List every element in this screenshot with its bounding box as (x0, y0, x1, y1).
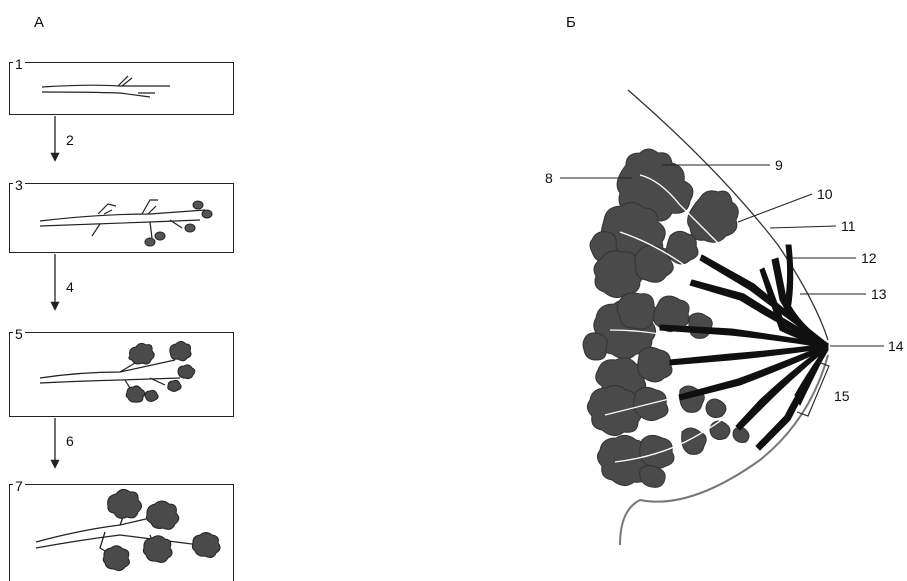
callout-13: 13 (871, 287, 887, 301)
callout-10: 10 (817, 187, 833, 201)
leader-11 (770, 226, 836, 228)
callout-15: 15 (834, 389, 850, 403)
callout-14: 14 (888, 339, 904, 353)
callout-8: 8 (545, 171, 553, 185)
lactiferous-ducts (660, 245, 828, 450)
callout-12: 12 (861, 251, 877, 265)
lobules (583, 149, 749, 487)
callout-9: 9 (775, 158, 783, 172)
callout-11: 11 (841, 219, 856, 233)
leader-10 (738, 194, 812, 222)
